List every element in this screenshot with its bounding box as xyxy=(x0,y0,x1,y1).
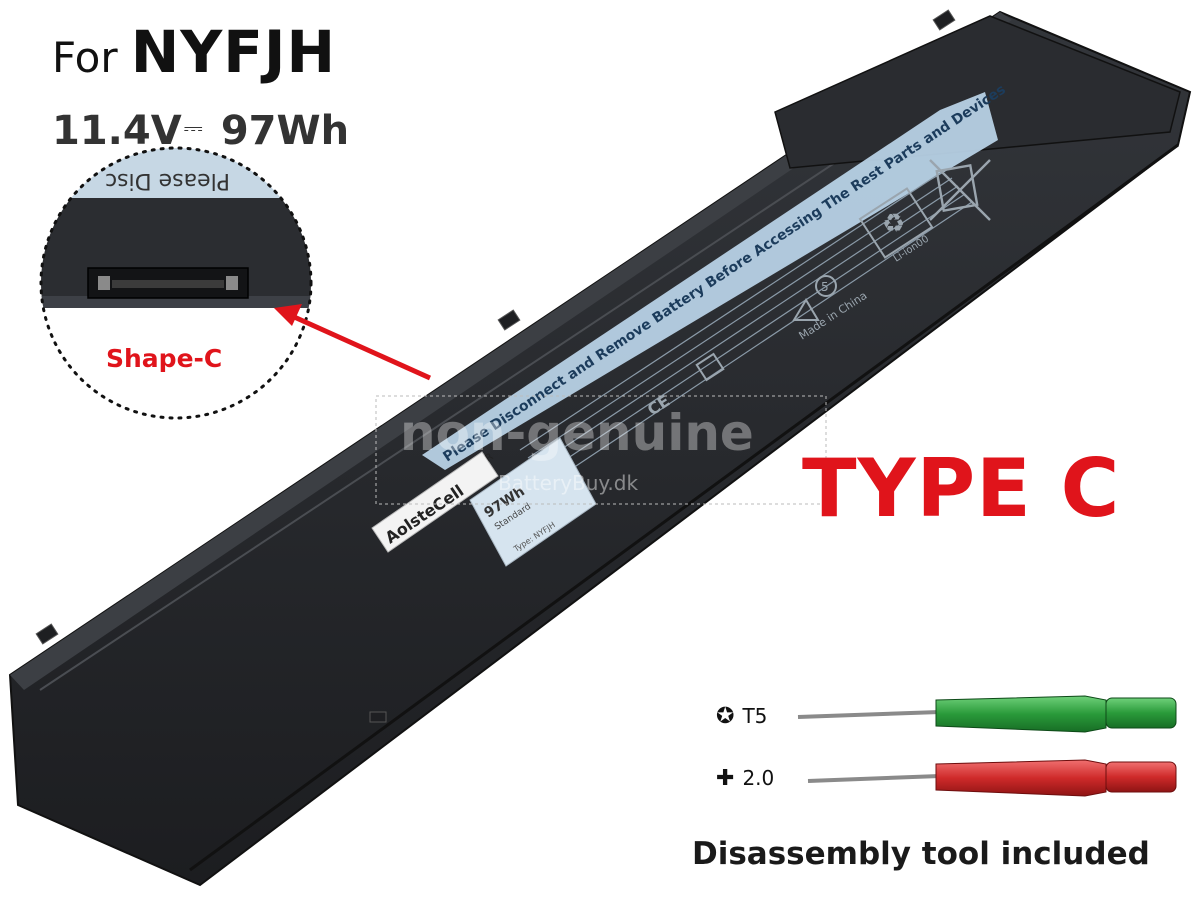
voltage: 11.4V xyxy=(52,108,182,154)
tool-t5-size: T5 xyxy=(742,704,768,728)
capacity-sticker: 97Wh Standard Type: NYFJH xyxy=(469,437,597,567)
capacity: 97Wh xyxy=(220,108,350,154)
recycle-icon: ♻ xyxy=(858,187,934,259)
battery-body xyxy=(8,9,1192,887)
svg-text:5: 5 xyxy=(821,280,829,294)
svg-text:R: R xyxy=(484,451,496,464)
torx-screwdriver xyxy=(797,695,1177,733)
tool-20-size: 2.0 xyxy=(742,766,775,790)
product-title: For NYFJH xyxy=(52,18,336,86)
red-arrow xyxy=(274,304,432,381)
phillips-icon: ✚ xyxy=(716,766,735,791)
callout-label-text: Please Disc xyxy=(105,168,230,193)
model-number: NYFJH xyxy=(130,18,336,86)
tool-t5: ✪ T5 xyxy=(716,704,767,729)
recycle-number-icon: 5 xyxy=(815,275,837,297)
spec-row: 11.4V⎓ 97Wh xyxy=(52,108,349,154)
dc-symbol-icon: ⎓ xyxy=(183,114,203,142)
for-label: For xyxy=(52,33,118,82)
type-label: TYPE C xyxy=(802,442,1121,535)
torx-icon: ✪ xyxy=(716,704,735,729)
watermark-main: non-genuine xyxy=(400,404,754,462)
tool-20: ✚ 2.0 xyxy=(716,766,774,791)
fine-print xyxy=(519,169,973,483)
watermark: non-genuine BatteryBuy.dk xyxy=(375,395,827,505)
phillips-screwdriver xyxy=(807,759,1177,797)
svg-text:♻: ♻ xyxy=(882,209,905,239)
crossed-bin-icon xyxy=(929,159,991,221)
connector-callout: Please Disc xyxy=(39,146,313,420)
watermark-sub: BatteryBuy.dk xyxy=(498,471,638,495)
disassembly-text: Disassembly tool included xyxy=(692,836,1150,872)
warning-triangle-icon xyxy=(792,298,820,321)
shape-label: Shape-C xyxy=(106,344,223,373)
compliance-icon xyxy=(695,352,725,382)
